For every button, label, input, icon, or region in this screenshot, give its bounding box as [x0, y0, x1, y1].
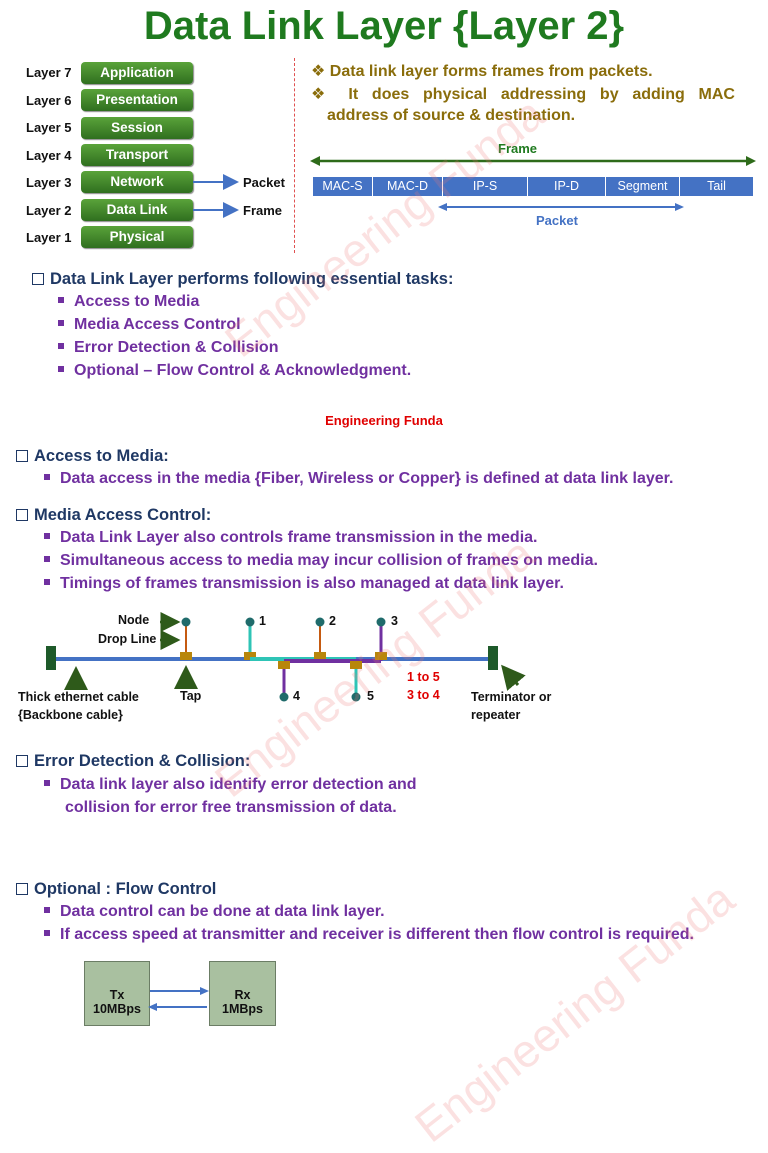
field-ip-d: IP-D	[528, 177, 606, 196]
layer-session: Session	[81, 117, 193, 139]
intro-point-1: ❖ Data link layer forms frames from pack…	[311, 63, 653, 80]
terminator-label: Terminator or	[471, 690, 552, 704]
flow-item: Data control can be done at data link la…	[44, 903, 385, 921]
intro-point-2: ❖ It does physical addressing by adding …	[311, 86, 735, 103]
path-3-to-4: 3 to 4	[407, 688, 440, 702]
layer-3-label: Layer 3	[26, 175, 72, 190]
mac-heading: Media Access Control:	[16, 506, 211, 525]
node-5-label: 5	[367, 689, 374, 703]
frame-label: Frame	[243, 203, 283, 218]
task-item: Media Access Control	[58, 316, 241, 334]
osi-arrows	[193, 174, 239, 218]
watermark: Engineering Funda	[405, 871, 744, 1153]
node-dot	[181, 617, 191, 627]
layer-6-label: Layer 6	[26, 93, 72, 108]
layer-network: Network	[81, 171, 193, 193]
access-item: Data access in the media {Fiber, Wireles…	[44, 470, 673, 488]
rx-speed: 1MBps	[222, 1002, 263, 1016]
field-segment: Segment	[606, 177, 680, 196]
checkbox-icon	[16, 450, 28, 462]
task-item: Access to Media	[58, 293, 199, 311]
checkbox-icon	[16, 883, 28, 895]
field-mac-s: MAC-S	[313, 177, 373, 196]
layer-2-label: Layer 2	[26, 203, 72, 218]
tx-name: Tx	[109, 988, 125, 1002]
bus-diagram	[46, 612, 526, 702]
packet-span-arrow	[438, 203, 684, 211]
frame-span-arrow	[310, 156, 756, 166]
layer-data-link: Data Link	[81, 199, 193, 221]
frame-diagram-label: Frame	[498, 141, 538, 156]
field-tail: Tail	[680, 177, 753, 196]
center-credit: Engineering Funda	[325, 413, 443, 428]
task-item: Optional – Flow Control & Acknowledgment…	[58, 362, 411, 380]
node-3-label: 3	[391, 614, 398, 628]
tx-box: Tx 10MBps	[84, 961, 150, 1026]
layer-1-label: Layer 1	[26, 230, 72, 245]
layer-application: Application	[81, 62, 193, 84]
backbone-label-2: {Backbone cable}	[18, 708, 123, 722]
layer-presentation: Presentation	[81, 89, 193, 111]
checkbox-icon	[32, 273, 44, 285]
node-1-label: 1	[259, 614, 266, 628]
layer-5-label: Layer 5	[26, 120, 72, 135]
layer-4-label: Layer 4	[26, 148, 72, 163]
checkbox-icon	[16, 509, 28, 521]
error-heading: Error Detection & Collision:	[16, 752, 250, 771]
packet-label: Packet	[243, 175, 285, 190]
left-terminator	[46, 646, 56, 670]
mac-item: Simultaneous access to media may incur c…	[44, 552, 598, 570]
rx-box: Rx 1MBps	[209, 961, 276, 1026]
flow-item: If access speed at transmitter and recei…	[44, 926, 694, 944]
layer-physical: Physical	[81, 226, 193, 248]
layer-7-label: Layer 7	[26, 65, 72, 80]
flow-heading: Optional : Flow Control	[16, 880, 216, 899]
tasks-heading: Data Link Layer performs following essen…	[32, 270, 453, 289]
field-ip-s: IP-S	[443, 177, 528, 196]
watermark: Engineering Funda	[215, 86, 554, 368]
mac-item: Data Link Layer also controls frame tran…	[44, 529, 537, 547]
tx-speed: 10MBps	[93, 1002, 141, 1016]
path-1-to-5: 1 to 5	[407, 670, 440, 684]
node-label: Node	[118, 613, 150, 627]
rx-name: Rx	[234, 988, 251, 1002]
tx-rx-arrows	[148, 987, 209, 1011]
error-item: Data link layer also identify error dete…	[44, 776, 417, 794]
drop-line-label: Drop Line	[98, 632, 157, 646]
backbone-label: Thick ethernet cable	[18, 690, 139, 704]
node-4-label: 4	[293, 689, 300, 703]
page-title: Data Link Layer {Layer 2}	[143, 4, 625, 48]
intro-point-2-cont: address of source & destination.	[327, 107, 576, 124]
mac-item: Timings of frames transmission is also m…	[44, 575, 564, 593]
right-terminator	[488, 646, 498, 670]
field-mac-d: MAC-D	[373, 177, 443, 196]
task-item: Error Detection & Collision	[58, 339, 278, 357]
divider	[294, 58, 295, 253]
node-2-label: 2	[329, 614, 336, 628]
checkbox-icon	[16, 755, 28, 767]
error-item-cont: collision for error free transmission of…	[65, 799, 397, 816]
layer-transport: Transport	[81, 144, 193, 166]
access-heading: Access to Media:	[16, 447, 169, 466]
terminator-label-2: repeater	[471, 708, 521, 722]
tap-label: Tap	[180, 689, 202, 703]
packet-span-label: Packet	[536, 213, 578, 228]
